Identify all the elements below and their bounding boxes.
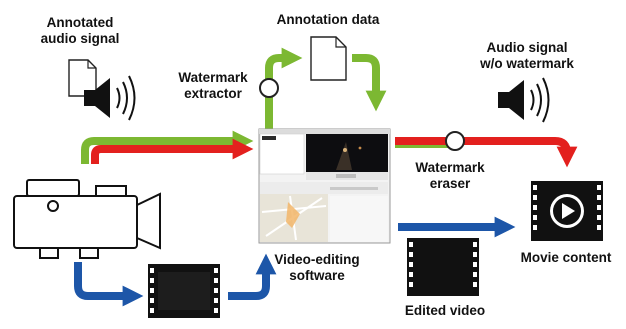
watermark-extractor-label-line1: Watermark: [178, 70, 248, 85]
movie-content-icon: [531, 181, 603, 241]
speaker-without-watermark-icon: [498, 77, 550, 123]
red-arrow-camera-to-software: [91, 138, 254, 164]
green-arrow-camera-to-software: [81, 130, 254, 164]
edited-video-film-icon: [407, 238, 479, 296]
watermark-eraser-label-line1: Watermark: [415, 160, 485, 175]
watermark-extractor-label-line2: extractor: [184, 86, 242, 101]
watermark-eraser-label: Watermark eraser: [405, 160, 495, 192]
edited-video-label-text: Edited video: [404, 303, 486, 318]
video-editing-software-label-line1: Video-editing: [274, 252, 360, 267]
movie-content-label-text: Movie content: [520, 250, 612, 265]
audio-without-watermark-label: Audio signal w/o watermark: [462, 40, 592, 72]
play-button-icon: [550, 194, 584, 228]
film-strip-icon: [148, 264, 220, 318]
movie-content-label: Movie content: [510, 250, 622, 266]
annotation-data-document-icon: [310, 36, 347, 81]
video-camera-icon: [13, 179, 161, 259]
audio-without-watermark-label-line1: Audio signal: [486, 40, 568, 55]
annotated-audio-label-line1: Annotated: [46, 15, 114, 30]
blue-arrow-camera-to-film: [74, 262, 144, 307]
annotated-audio-label: Annotated audio signal: [24, 15, 136, 47]
video-editing-software-label: Video-editing software: [262, 252, 372, 284]
watermark-eraser-node-icon: [445, 131, 465, 151]
document-icon: [68, 59, 97, 97]
video-editing-software-label-line2: software: [289, 268, 345, 283]
watermark-extractor-label: Watermark extractor: [172, 70, 254, 102]
annotated-audio-label-line2: audio signal: [40, 31, 120, 46]
speaker-icon: [84, 75, 136, 121]
green-arrow-annotation-down: [352, 54, 387, 112]
watermark-eraser-label-line2: eraser: [429, 176, 471, 191]
annotation-data-label-text: Annotation data: [276, 12, 380, 27]
watermark-extractor-node-icon: [259, 78, 279, 98]
audio-without-watermark-label-line2: w/o watermark: [480, 56, 574, 71]
annotation-data-label: Annotation data: [258, 12, 398, 28]
blue-arrow-film-to-software: [228, 253, 277, 300]
red-arrow-software-to-movie: [395, 137, 578, 168]
edited-video-label: Edited video: [395, 303, 495, 319]
green-arrow-to-annotation-data: [265, 47, 303, 130]
video-editing-software-screenshot: [258, 128, 391, 244]
